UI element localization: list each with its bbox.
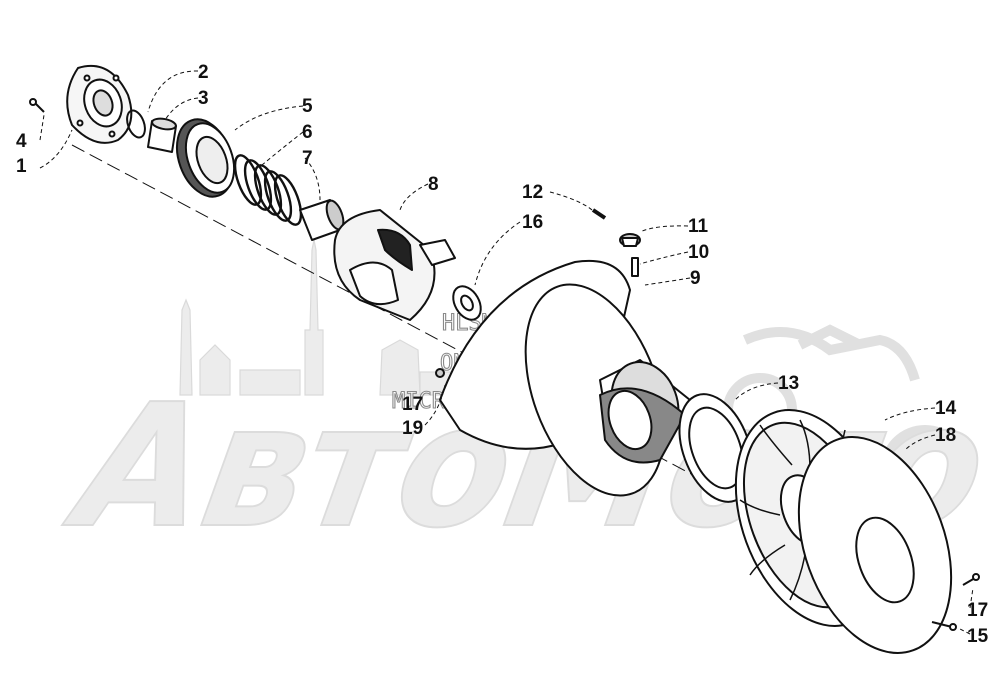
callout-2[interactable]: 2	[198, 62, 209, 83]
face-plate-icon	[797, 436, 953, 654]
callout-8[interactable]: 8	[428, 174, 439, 195]
roll-pin-icon	[591, 208, 607, 220]
bushing-icon	[147, 117, 177, 153]
callout-18[interactable]: 18	[935, 425, 956, 446]
callout-16[interactable]: 16	[522, 212, 543, 233]
callout-10[interactable]: 10	[688, 242, 709, 263]
callout-7[interactable]: 7	[302, 148, 313, 169]
bolt-icon	[931, 621, 957, 631]
callout-6[interactable]: 6	[302, 122, 313, 143]
movable-sheave-icon	[439, 259, 691, 497]
spring-icon	[233, 154, 303, 226]
sleeve-icon	[299, 199, 345, 241]
washer-icon	[452, 285, 482, 321]
retaining-ring-icon	[126, 109, 146, 139]
pin-icon	[631, 257, 639, 277]
callout-12[interactable]: 12	[522, 182, 543, 203]
screw-icon	[962, 573, 980, 586]
screw-icon	[435, 368, 445, 378]
leader-lines	[39, 70, 974, 635]
callout-4[interactable]: 4	[16, 131, 27, 152]
screw-icon	[29, 98, 45, 113]
callout-13[interactable]: 13	[778, 373, 799, 394]
cam-icon	[333, 209, 456, 321]
callout-labels: 1 2 3 4 5 6 7 8 9 10 11 12 13 14 15 16 1…	[16, 62, 989, 647]
roller-icon	[619, 233, 641, 247]
callout-1[interactable]: 1	[16, 156, 27, 177]
callout-17-left[interactable]: 17	[402, 394, 423, 415]
callout-15[interactable]: 15	[967, 626, 989, 647]
callout-3[interactable]: 3	[198, 88, 209, 109]
callout-5[interactable]: 5	[302, 96, 313, 117]
callout-9[interactable]: 9	[690, 268, 701, 289]
callout-11[interactable]: 11	[688, 216, 709, 237]
spider-cover-icon	[66, 64, 133, 144]
washer-plate-icon	[678, 393, 754, 503]
callout-19[interactable]: 19	[402, 418, 423, 439]
cover-bearing-icon	[175, 118, 236, 198]
callout-14[interactable]: 14	[935, 398, 957, 419]
callout-17-right[interactable]: 17	[967, 600, 988, 621]
